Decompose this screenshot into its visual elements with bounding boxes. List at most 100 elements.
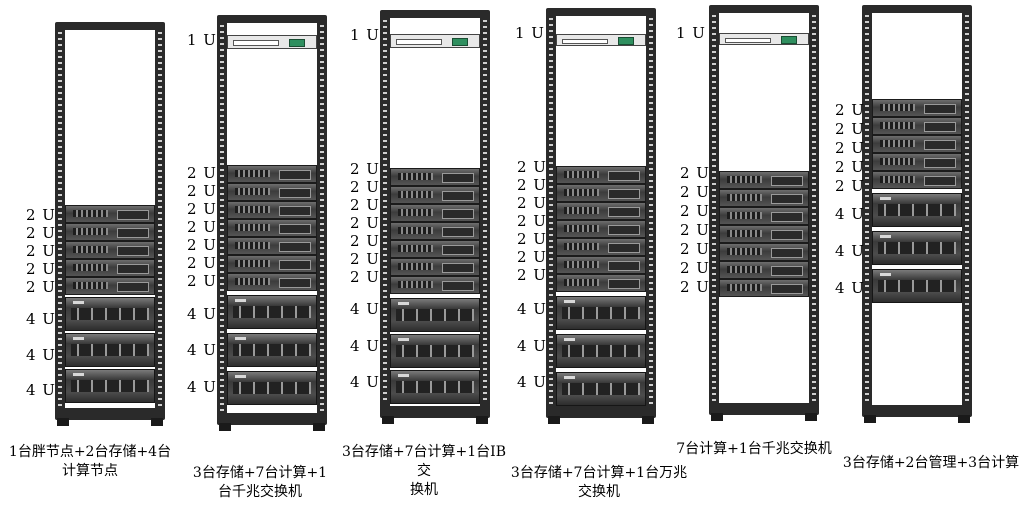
rack-foot <box>219 423 231 431</box>
unit-label: 2 U <box>835 120 865 138</box>
server-2u <box>872 135 962 153</box>
rack-rail <box>965 15 969 403</box>
unit-label: 4 U <box>26 346 56 364</box>
unit-label: 2 U <box>680 259 710 277</box>
server-4u <box>556 372 646 406</box>
server-2u <box>65 241 155 259</box>
server-2u <box>227 165 317 183</box>
server-4u <box>227 333 317 367</box>
unit-label: 2 U <box>187 272 217 290</box>
unit-label: 2 U <box>350 268 380 286</box>
server-2u <box>390 276 480 294</box>
rack-rail <box>58 32 62 406</box>
rack-rail <box>865 15 869 403</box>
unit-label: 2 U <box>187 200 217 218</box>
unit-label: 2 U <box>187 164 217 182</box>
unit-label: 2 U <box>26 224 56 242</box>
server-2u <box>719 261 809 279</box>
server-4u <box>872 269 962 303</box>
rack-foot <box>711 413 723 421</box>
rack-foot <box>382 416 394 424</box>
server-2u <box>390 258 480 276</box>
rack-interior <box>65 30 155 408</box>
switch-1u <box>719 33 809 45</box>
rack-caption: 3台存储+2台管理+3台计算 <box>842 455 1020 471</box>
server-2u <box>227 237 317 255</box>
unit-label: 2 U <box>680 164 710 182</box>
unit-label: 2 U <box>517 230 547 248</box>
rack-2 <box>217 15 327 431</box>
rack-rail <box>220 25 224 411</box>
unit-label: 2 U <box>517 212 547 230</box>
rack-3 <box>380 10 490 424</box>
rack-foot <box>642 416 654 424</box>
unit-label: 2 U <box>835 101 865 119</box>
unit-label: 2 U <box>680 278 710 296</box>
rack-interior <box>390 18 480 406</box>
unit-label: 4 U <box>350 300 380 318</box>
unit-label: 2 U <box>517 176 547 194</box>
unit-label: 2 U <box>835 158 865 176</box>
unit-label: 2 U <box>187 254 217 272</box>
unit-label: 2 U <box>680 240 710 258</box>
server-2u <box>719 207 809 225</box>
rack-1 <box>55 22 165 426</box>
server-2u <box>227 255 317 273</box>
server-2u <box>556 256 646 274</box>
rack-rail <box>320 25 324 411</box>
rack-rail <box>549 18 553 404</box>
unit-label: 2 U <box>26 260 56 278</box>
server-2u <box>556 274 646 292</box>
unit-label: 4 U <box>517 300 547 318</box>
server-4u <box>227 371 317 405</box>
unit-label: 4 U <box>350 337 380 355</box>
rack-6 <box>862 5 972 423</box>
server-2u <box>719 279 809 297</box>
server-4u <box>872 193 962 227</box>
server-4u <box>390 334 480 368</box>
server-2u <box>65 205 155 223</box>
rack-caption: 3台存储+7台计算+1 台千兆交换机 <box>192 465 328 500</box>
server-4u <box>556 334 646 368</box>
unit-label: 4 U <box>187 341 217 359</box>
unit-label: 2 U <box>680 183 710 201</box>
server-2u <box>719 171 809 189</box>
unit-label: 2 U <box>350 232 380 250</box>
server-4u <box>872 231 962 265</box>
unit-label: 2 U <box>517 266 547 284</box>
rack-caption: 3台存储+7台计算+1台万兆 交换机 <box>510 465 688 500</box>
server-2u <box>556 220 646 238</box>
rack-foot <box>57 418 69 426</box>
server-2u <box>390 168 480 186</box>
unit-label: 2 U <box>350 178 380 196</box>
rack-foot <box>313 423 325 431</box>
server-2u <box>556 238 646 256</box>
switch-1u <box>227 35 317 49</box>
rack-interior <box>719 13 809 403</box>
server-2u <box>227 201 317 219</box>
rack-rail <box>649 18 653 404</box>
rack-rail <box>812 15 816 401</box>
server-2u <box>390 186 480 204</box>
server-2u <box>872 153 962 171</box>
unit-label: 4 U <box>26 310 56 328</box>
unit-label: 4 U <box>835 242 865 260</box>
unit-label: 1 U <box>350 26 380 44</box>
unit-label: 2 U <box>835 139 865 157</box>
server-2u <box>227 219 317 237</box>
unit-label: 2 U <box>680 202 710 220</box>
rack-rail <box>712 15 716 401</box>
server-4u <box>65 297 155 331</box>
rack-rail <box>483 20 487 404</box>
unit-label: 4 U <box>835 279 865 297</box>
server-4u <box>65 369 155 403</box>
server-2u <box>556 166 646 184</box>
rack-foot <box>958 415 970 423</box>
unit-label: 2 U <box>350 160 380 178</box>
server-2u <box>65 223 155 241</box>
server-2u <box>556 184 646 202</box>
unit-label: 2 U <box>350 196 380 214</box>
unit-label: 2 U <box>350 250 380 268</box>
unit-label: 4 U <box>517 373 547 391</box>
unit-label: 1 U <box>187 31 217 49</box>
